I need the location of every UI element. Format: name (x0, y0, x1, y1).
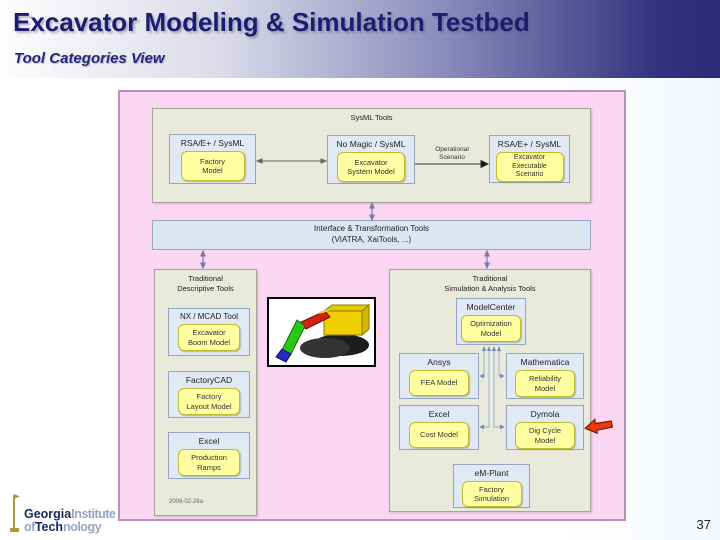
logo-georgia: Georgia (24, 506, 72, 521)
tool-nx-mcad: NX / MCAD Tool Excavator Boom Model (168, 308, 250, 356)
interface-transformation-bar: Interface & Transformation Tools (VIATRA… (152, 220, 591, 250)
factory-simulation-box: Factory Simulation (461, 481, 522, 507)
tool-name: RSA/E+ / SysML (497, 139, 562, 149)
cost-model-box: Cost Model (409, 422, 469, 448)
slide-header (0, 0, 720, 78)
tool-mathematica: Mathematica Reliability Model (506, 353, 584, 399)
logo-of: of (24, 519, 35, 534)
logo-tech: Tech (34, 519, 64, 534)
operational-scenario-label: Operational Scenario (435, 146, 469, 162)
tool-excel-production: Excel Production Ramps (168, 432, 250, 479)
sysml-tools-label: SysML Tools (350, 113, 393, 122)
georgia-tech-logo: GeorgiaInstitute ofTechnology (8, 490, 116, 534)
tool-ansys: Ansys FEA Model (399, 353, 479, 399)
excavator-boom-model-box: Excavator Boom Model (178, 324, 240, 351)
tool-name: Mathematica (520, 357, 570, 367)
fea-model-box: FEA Model (409, 370, 469, 396)
slide-number: 37 (696, 517, 711, 532)
tool-rsa-scenario: RSA/E+ / SysML Excavator Executable Scen… (489, 135, 570, 183)
dig-cycle-model-box: Dig Cycle Model (515, 422, 575, 449)
excavator-executable-scenario-box: Excavator Executable Scenario (495, 152, 564, 182)
tool-emplant: eM-Plant Factory Simulation (453, 464, 530, 508)
excavator-system-model-box: Excavator System Model (337, 152, 405, 182)
production-ramps-box: Production Ramps (178, 449, 240, 476)
descriptive-tools-label: Traditional Descriptive Tools (177, 274, 234, 293)
factory-layout-model-box: Factory Layout Model (178, 388, 240, 415)
excavator-image (267, 297, 376, 367)
tool-name: Excel (198, 436, 220, 446)
logo-nology: nology (63, 519, 102, 534)
logo-institute: Institute (71, 506, 116, 521)
tool-name: NX / MCAD Tool (179, 312, 239, 321)
interface-bar-line2: (VIATRA, XaiTools, ...) (331, 235, 412, 244)
tool-factorycad: FactoryCAD Factory Layout Model (168, 371, 250, 418)
tool-name: Excel (428, 409, 450, 419)
factory-model-box: Factory Model (180, 151, 245, 181)
reliability-model-box: Reliability Model (515, 370, 575, 397)
optimization-model-box: Optimization Model (461, 315, 521, 342)
tool-name: Dymola (530, 409, 560, 419)
tool-name: No Magic / SysML (336, 139, 406, 149)
simulation-tools-label: Traditional Simulation & Analysis Tools (444, 274, 536, 293)
tool-nomagic-sysml: No Magic / SysML Excavator System Model (327, 135, 415, 184)
tool-name: eM-Plant (474, 468, 509, 478)
tool-rsa-factory: RSA/E+ / SysML Factory Model (169, 134, 256, 184)
tech-tower-icon (10, 494, 20, 532)
tool-excel-cost: Excel Cost Model (399, 405, 479, 450)
tool-dymola: Dymola Dig Cycle Model (506, 405, 584, 450)
tool-name: ModelCenter (466, 302, 516, 312)
slide-subtitle: Tool Categories View (14, 50, 165, 67)
georgia-tech-wordmark: GeorgiaInstitute ofTechnology (24, 506, 116, 534)
date-code: 2006-02-26a (169, 499, 204, 505)
interface-bar-line1: Interface & Transformation Tools (313, 224, 430, 234)
excavator-3d-drawing (275, 303, 371, 363)
slide-title: Excavator Modeling & Simulation Testbed (13, 7, 530, 37)
tool-name: FactoryCAD (185, 375, 233, 385)
tool-name: RSA/E+ / SysML (180, 138, 245, 148)
tool-modelcenter: ModelCenter Optimization Model (456, 298, 526, 345)
tool-name: Ansys (427, 357, 451, 367)
